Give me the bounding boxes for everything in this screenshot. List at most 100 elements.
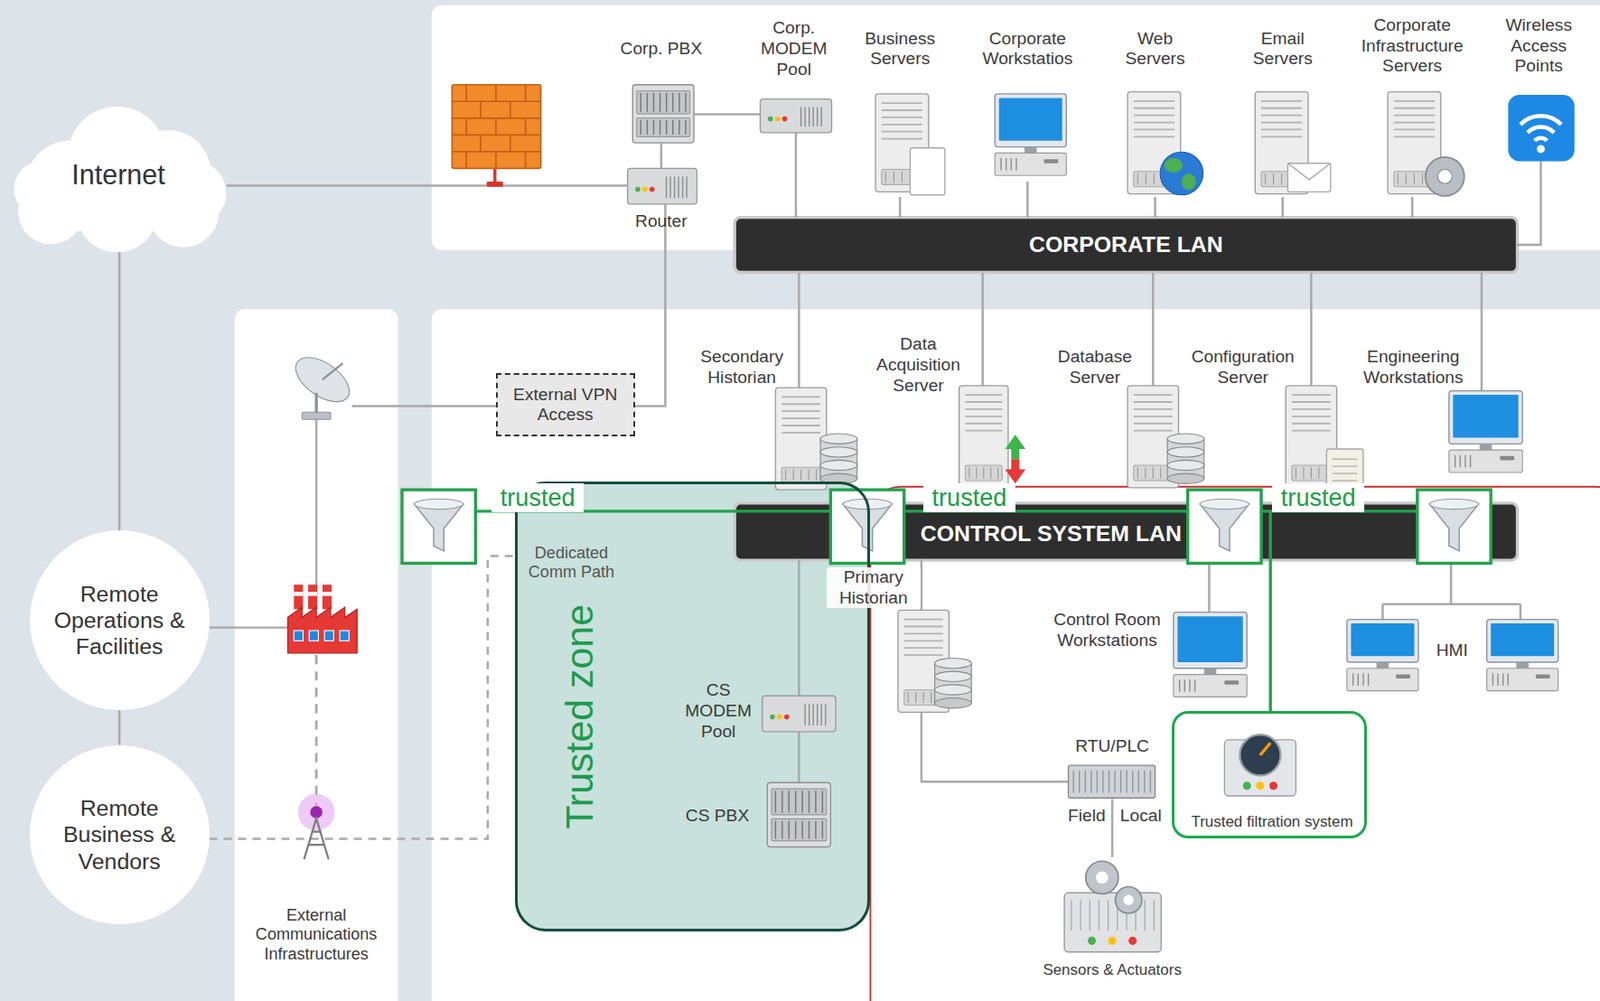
pbx-grill	[640, 93, 642, 113]
computer-slot	[1043, 159, 1058, 164]
dashed-link	[209, 556, 516, 840]
server-vent-line	[1281, 173, 1282, 185]
server-slot	[1133, 135, 1175, 138]
pbx-grill	[808, 790, 810, 813]
pbx-grill	[808, 821, 810, 840]
network-link	[635, 204, 666, 407]
server-slot	[964, 430, 1002, 432]
server-vent-line	[990, 467, 992, 478]
server-slot	[781, 417, 821, 420]
node-label: Engineering Workstations	[1360, 346, 1467, 388]
device-node: CS MODEM Pool	[762, 695, 836, 732]
sensor-box	[1064, 892, 1161, 953]
server-slot	[1394, 114, 1435, 117]
server-slot	[1133, 114, 1175, 117]
server-vent-line	[982, 467, 984, 478]
rtu-slot	[1143, 770, 1145, 794]
envelope-icon	[1287, 163, 1330, 193]
server-slot	[1261, 135, 1302, 138]
modem-icon	[627, 168, 698, 205]
gauge-needle	[1260, 742, 1271, 756]
device-node: Corp. PBX	[632, 84, 694, 143]
firewall-mortar	[465, 118, 468, 136]
wifi-arc	[1520, 115, 1562, 124]
server-vent-line	[1310, 467, 1312, 478]
pbx-grill	[653, 93, 655, 113]
pbx-grill	[684, 120, 686, 135]
document-icon	[909, 148, 945, 196]
server-slot	[1291, 415, 1331, 418]
database-bottom	[1167, 473, 1205, 484]
server-vent-line	[907, 692, 909, 703]
satellite-base	[301, 411, 331, 420]
path-note: Dedicated Comm Path	[520, 543, 623, 583]
sensor-vent	[1089, 899, 1091, 931]
device-node: RTU/PLC	[1068, 765, 1156, 799]
wifi-arc	[1527, 127, 1554, 133]
trusted-tag: trusted	[1272, 483, 1365, 513]
gear-hole	[1437, 168, 1452, 184]
node-label: External VPN Access	[504, 384, 627, 426]
globe-icon	[1160, 151, 1203, 195]
device-node: HMI	[1345, 599, 1564, 689]
server-vent-line	[1302, 467, 1304, 478]
network-link	[1111, 798, 1114, 857]
network-link	[1309, 272, 1313, 386]
firewall-mortar	[495, 84, 497, 103]
monitor-frame	[1173, 612, 1247, 669]
control-panel	[431, 308, 1600, 1001]
circle-node: Remote Business & Vendors	[29, 745, 210, 926]
pbx-grill	[665, 93, 667, 113]
funnel-rim	[1199, 498, 1249, 509]
funnel-rim	[414, 498, 464, 509]
server-slot	[1394, 100, 1435, 103]
hmi-bracket	[1519, 604, 1522, 620]
funnel-rim	[1429, 498, 1479, 509]
modem-vent	[682, 176, 684, 198]
monitor-screen	[1490, 623, 1554, 656]
factory-stripe	[322, 591, 332, 597]
server-slot	[964, 422, 1002, 425]
modem-vent	[673, 176, 675, 198]
node-label: Corporate Workstatios	[974, 28, 1081, 70]
network-link	[226, 184, 628, 188]
gear-icon	[1085, 860, 1119, 894]
computer-vent	[1015, 158, 1017, 171]
device-node: Secondary Historian	[775, 387, 857, 490]
factory-stripe	[293, 591, 303, 597]
pbx-grill	[801, 790, 803, 813]
device-node: Corp. MODEM Pool	[759, 99, 832, 133]
sensor-vent	[1153, 899, 1155, 931]
monitor-screen	[999, 97, 1063, 141]
external-panel	[234, 308, 399, 1001]
filtration-box: Trusted filtration system	[1171, 711, 1368, 839]
rtu-slot	[1125, 770, 1127, 794]
server-slot	[904, 639, 944, 642]
pbx-grill	[640, 120, 642, 135]
network-link	[660, 142, 664, 169]
device-node: Control Room Workstations	[1173, 612, 1247, 700]
lan-band: CONTROL SYSTEM LAN	[734, 503, 1517, 561]
database-top	[820, 447, 858, 458]
server-slot	[881, 102, 923, 104]
hmi-bracket	[1382, 602, 1520, 605]
wifi-icon	[1507, 94, 1574, 161]
sensor-led	[1087, 936, 1096, 946]
pbx-grill	[781, 821, 783, 840]
filtration-fill	[1171, 711, 1368, 839]
network-link	[1281, 196, 1284, 218]
server-slot	[881, 138, 923, 141]
device-node: Data Acquisition Server	[959, 385, 1028, 488]
server-slot	[1261, 114, 1302, 117]
modem-vent	[685, 176, 687, 198]
device-node: Sensors & Actuators	[1064, 857, 1161, 953]
pbx-panel	[636, 117, 691, 137]
database-bottom	[935, 698, 973, 709]
computer-vent	[1178, 679, 1180, 693]
node-label: Data Acquisition Server	[871, 334, 966, 396]
server-slot	[964, 408, 1002, 411]
node-label: External Communications Infrastructures	[239, 906, 393, 964]
server-slot	[1394, 129, 1435, 131]
node-label: Corp. MODEM Pool	[753, 18, 835, 80]
funnel-icon	[414, 504, 464, 552]
